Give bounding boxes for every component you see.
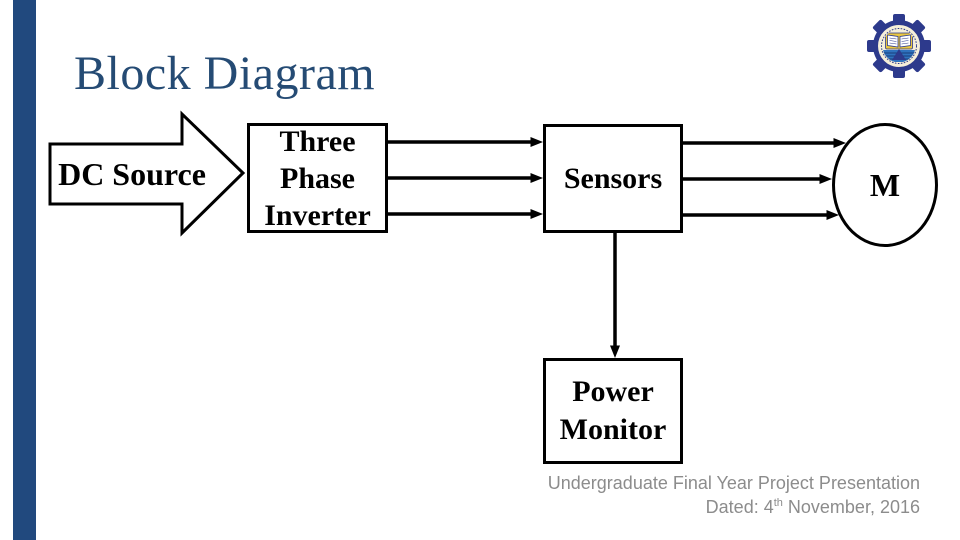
inverter-label-line2: Phase <box>280 161 355 195</box>
footer: Undergraduate Final Year Project Present… <box>548 471 920 519</box>
footer-date-ordinal: th <box>773 497 783 509</box>
block-power-monitor: Power Monitor <box>543 358 683 464</box>
page-title: Block Diagram <box>74 47 376 100</box>
block-motor: M <box>832 123 938 247</box>
block-sensors: Sensors <box>543 124 683 233</box>
inverter-label-line1: Three <box>279 124 356 158</box>
footer-line1: Undergraduate Final Year Project Present… <box>547 473 920 493</box>
ring-text-arc <box>881 28 917 64</box>
dc-source-arrow-shape <box>48 110 246 237</box>
power-monitor-label-line2: Monitor <box>559 413 667 446</box>
left-accent-bar <box>13 0 36 540</box>
university-logo-icon <box>867 14 931 78</box>
block-dc-source-label: DC Source <box>58 155 206 192</box>
block-three-phase-inverter: Three Phase Inverter <box>247 123 388 233</box>
inverter-label-line3: Inverter <box>264 198 371 232</box>
footer-line2: Dated: 4th November, 2016 <box>548 495 920 519</box>
sensors-label: Sensors <box>563 161 663 195</box>
footer-date-suffix: November, 2016 <box>782 497 920 517</box>
sail-triangle <box>892 49 906 60</box>
power-monitor-label-line1: Power <box>572 375 654 408</box>
footer-date-prefix: Dated: 4 <box>705 497 774 517</box>
motor-label: M <box>869 166 901 203</box>
